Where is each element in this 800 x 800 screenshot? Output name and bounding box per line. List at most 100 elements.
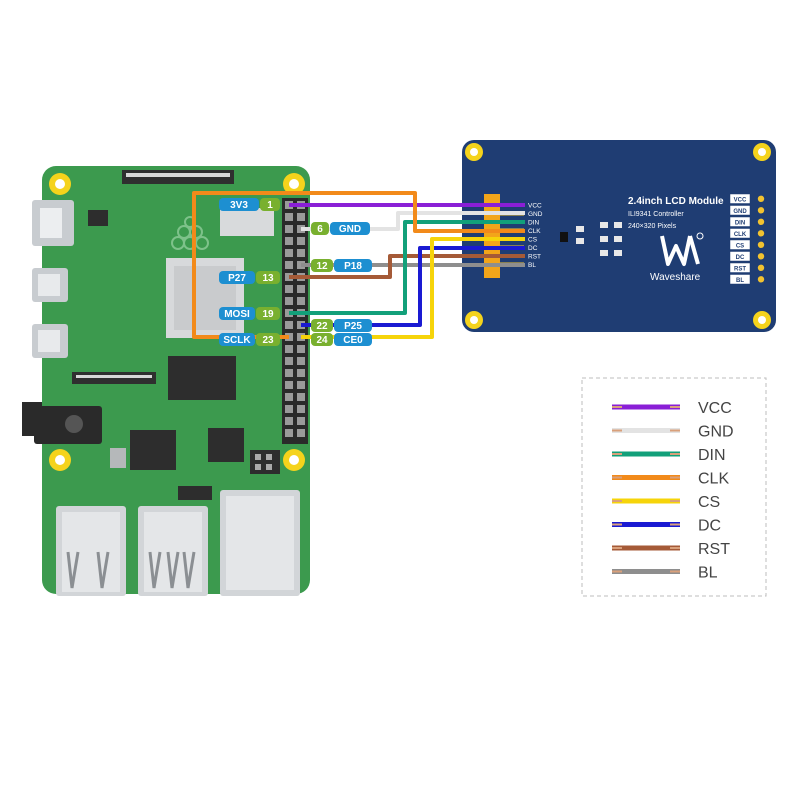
- lcd-pin-label: BL: [528, 262, 536, 269]
- pin-number: 6: [317, 224, 323, 235]
- usb-ethernet-ports: [56, 490, 300, 596]
- gpio-pin: [285, 261, 293, 269]
- waveshare-logo-icon: [660, 232, 704, 266]
- lcd-pin-label: CLK: [528, 228, 541, 235]
- pin-name-tag: [219, 198, 259, 211]
- gpio-pin: [285, 297, 293, 305]
- legend-label: BL: [698, 565, 718, 582]
- gpio-pin: [285, 405, 293, 413]
- pin-name: MOSI: [224, 309, 250, 320]
- wire-din: [289, 220, 525, 315]
- lcd-side-label: VCC: [734, 197, 747, 203]
- pin-name: P25: [344, 321, 362, 332]
- gpio-pin: [297, 405, 305, 413]
- lcd-side-label-box: [729, 251, 751, 262]
- pin-number-tag: [311, 259, 333, 272]
- lcd-side-label-box: [729, 228, 751, 239]
- legend-label: RST: [698, 541, 730, 558]
- wire-clk: [192, 191, 525, 339]
- legend-label: VCC: [698, 400, 732, 417]
- lcd-title: 2.4inch LCD Module: [628, 196, 724, 207]
- legend-label: DC: [698, 518, 721, 535]
- lcd-pin-label: VCC: [528, 203, 542, 210]
- pin-number-tag: [311, 222, 329, 235]
- pin-name: P27: [228, 273, 246, 284]
- pin-name: P18: [344, 261, 362, 272]
- gpio-pin: [297, 297, 305, 305]
- gpio-pin: [285, 321, 293, 329]
- gpio-pin: [285, 381, 293, 389]
- pin-number: 1: [267, 200, 273, 211]
- lcd-controller: ILI9341 Controller: [628, 211, 684, 218]
- gpio-pin: [297, 381, 305, 389]
- pin-number: 22: [316, 321, 328, 332]
- lcd-side-label-box: [729, 205, 751, 216]
- lcd-side-label-box: [729, 262, 751, 273]
- lcd-pixels: 240×320 Pixels: [628, 223, 677, 230]
- gpio-pin: [285, 369, 293, 377]
- lcd-side-pin: [757, 195, 765, 202]
- pin-number-tag: [260, 198, 280, 211]
- pin-number: 23: [262, 335, 274, 346]
- gpio-pin: [285, 345, 293, 353]
- pin-name-tag: [334, 333, 372, 346]
- lcd-side-pin: [757, 207, 765, 214]
- gpio-pin: [297, 357, 305, 365]
- gpio-pin: [285, 213, 293, 221]
- gpio-header: [282, 198, 308, 444]
- lcd-side-label-box: [729, 216, 751, 227]
- gpio-pin: [285, 285, 293, 293]
- gpio-pin: [285, 249, 293, 257]
- gpio-pin: [297, 417, 305, 425]
- left-ports: [22, 200, 156, 444]
- pin-number-tag: [256, 333, 280, 346]
- lcd-side-label: RST: [734, 266, 746, 272]
- wire-rst: [289, 254, 525, 279]
- gpio-pin: [297, 369, 305, 377]
- legend-label: CLK: [698, 471, 729, 488]
- legend-label: GND: [698, 424, 734, 441]
- lcd-pin-label: DC: [528, 245, 538, 252]
- pin-name-tag: [330, 222, 370, 235]
- pin-name-tag: [219, 333, 255, 346]
- pin-name-tag: [219, 307, 255, 320]
- legend-label: DIN: [698, 447, 726, 464]
- gpio-pin: [297, 237, 305, 245]
- gpio-pin: [285, 237, 293, 245]
- gpio-pin: [285, 357, 293, 365]
- lcd-brand: Waveshare: [650, 272, 701, 283]
- pin-number-tag: [256, 307, 280, 320]
- gpio-pin: [297, 249, 305, 257]
- lcd-side-label: CS: [736, 243, 744, 249]
- gpio-pin: [297, 345, 305, 353]
- lcd-side-pin: [757, 253, 765, 260]
- pin-name: SCLK: [223, 335, 251, 346]
- gpio-pin: [285, 429, 293, 437]
- pin-number-tag: [311, 319, 333, 332]
- lcd-side-pin: [757, 241, 765, 248]
- lcd-pin-label: CS: [528, 237, 538, 244]
- lcd-side-label: DIN: [735, 220, 745, 226]
- raspberry-pi-board: [22, 166, 310, 596]
- pin-name: CE0: [343, 335, 363, 346]
- lcd-side-label: BL: [736, 278, 744, 284]
- pin-name: 3V3: [230, 200, 248, 211]
- pin-name: GND: [339, 224, 361, 235]
- lcd-side-label: CLK: [734, 232, 747, 238]
- pin-number: 24: [316, 335, 328, 346]
- pin-number-tag: [256, 271, 280, 284]
- lcd-side-label-box: [729, 274, 751, 285]
- gpio-pin: [297, 429, 305, 437]
- lcd-side-pin: [757, 218, 765, 225]
- gpio-pin: [285, 225, 293, 233]
- pin-number: 12: [316, 261, 328, 272]
- gpio-pin: [285, 393, 293, 401]
- lcd-pin-label: RST: [528, 254, 541, 261]
- lcd-side-pin: [757, 230, 765, 237]
